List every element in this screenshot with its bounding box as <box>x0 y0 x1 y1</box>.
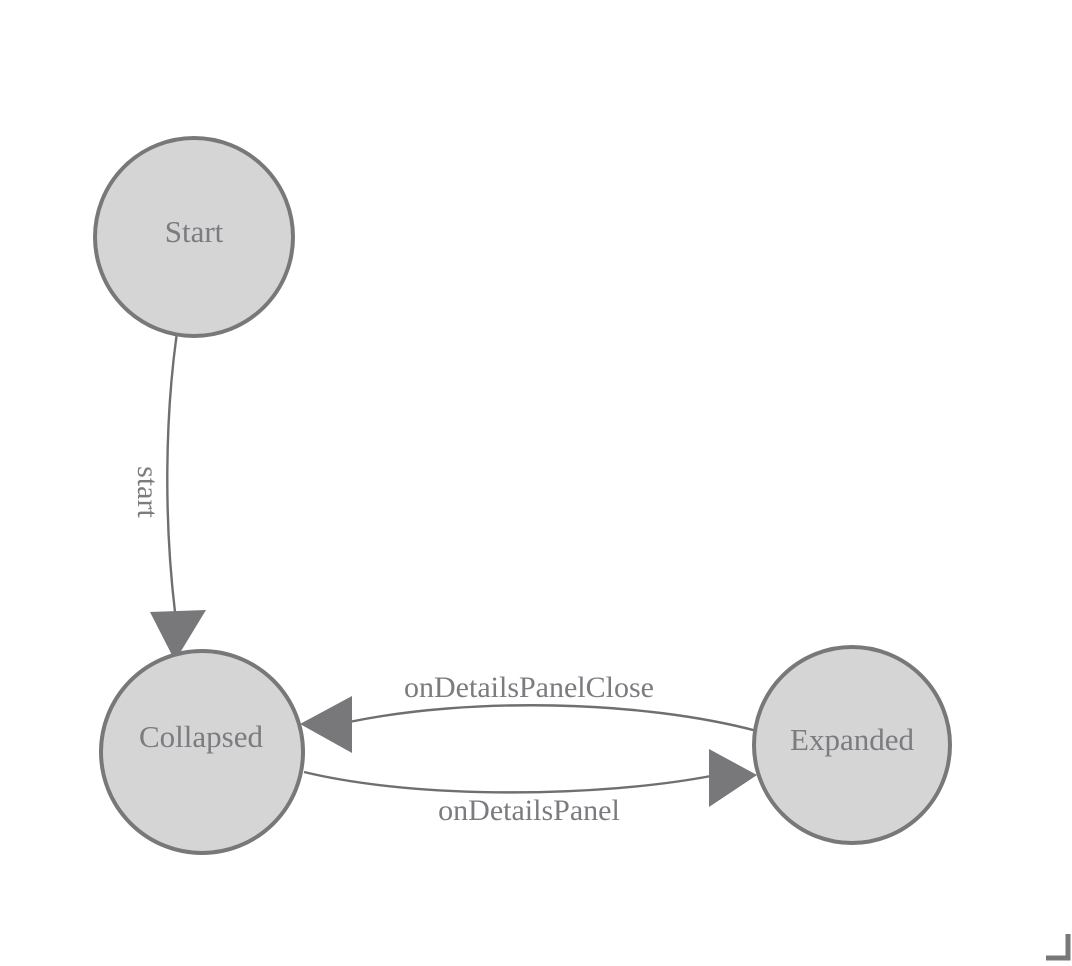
edge-collapsed-to-expanded[interactable]: onDetailsPanel <box>303 749 757 827</box>
arrowhead-into-collapsed-top <box>150 610 206 661</box>
node-collapsed[interactable]: Collapsed <box>99 649 305 855</box>
edge-expanded-to-collapsed[interactable]: onDetailsPanelClose <box>300 671 758 753</box>
node-layer: Start Collapsed Expanded <box>93 136 952 855</box>
node-collapsed-circle[interactable] <box>99 649 305 855</box>
node-start[interactable]: Start <box>93 136 295 338</box>
node-start-label: Start <box>165 214 224 249</box>
resize-corner-handle[interactable] <box>1046 934 1071 961</box>
edge-layer: start onDetailsPanelClose onDetailsPanel <box>131 335 758 827</box>
node-collapsed-label: Collapsed <box>139 719 263 754</box>
arrowhead-into-expanded <box>709 749 757 807</box>
node-expanded-circle[interactable] <box>752 645 952 845</box>
edge-label-on-details-panel: onDetailsPanel <box>438 794 620 827</box>
node-start-circle[interactable] <box>93 136 295 338</box>
arrowhead-into-collapsed-right <box>300 696 352 753</box>
node-expanded-label: Expanded <box>790 722 914 757</box>
edge-path-expanded-to-collapsed[interactable] <box>348 704 758 733</box>
edge-path-collapsed-to-expanded[interactable] <box>303 770 712 794</box>
edge-start-to-collapsed[interactable]: start <box>131 335 206 661</box>
edge-path-start-to-collapsed[interactable] <box>166 335 178 613</box>
node-expanded[interactable]: Expanded <box>752 645 952 845</box>
edge-label-on-details-panel-close: onDetailsPanelClose <box>404 671 654 704</box>
edge-label-start: start <box>131 466 164 518</box>
